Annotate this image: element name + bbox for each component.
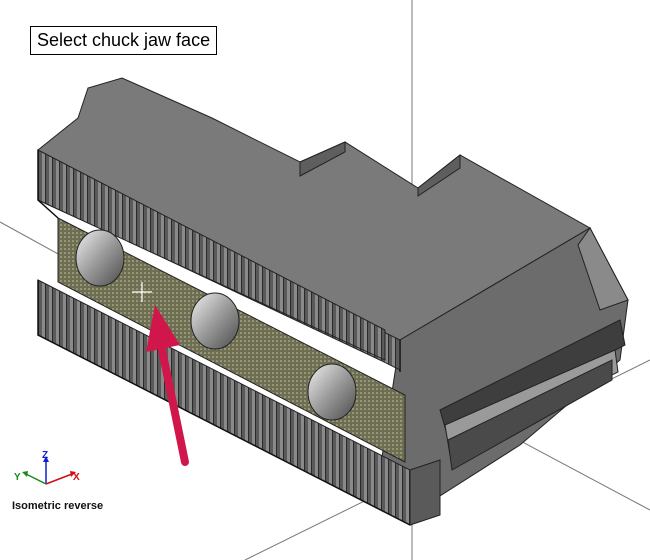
lower-block-end	[409, 459, 441, 526]
cursor-crosshair	[132, 282, 152, 302]
axis-triad: Z X Y	[14, 450, 80, 485]
selection-prompt: Select chuck jaw face	[30, 26, 218, 55]
jaw-end-bevel	[577, 227, 629, 311]
x-axis-label: X	[73, 472, 80, 483]
jaw-step-face-2	[417, 153, 461, 197]
y-axis-label: Y	[14, 472, 21, 483]
bolt-holes	[75, 229, 357, 421]
z-axis-label: Z	[42, 450, 48, 461]
jaw-step-face	[299, 141, 346, 177]
end-serrations	[439, 319, 626, 471]
selection-arrow	[146, 305, 189, 466]
model-edges	[37, 150, 411, 526]
view-orientation-label: Isometric reverse	[12, 500, 104, 512]
